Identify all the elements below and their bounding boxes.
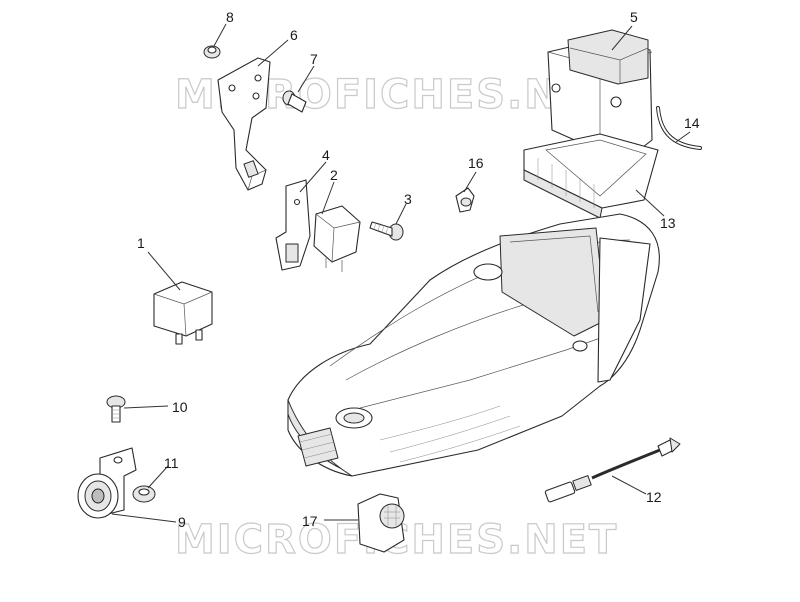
callout-7: 7 [310, 51, 318, 67]
part-12-sensor-cable[interactable] [544, 437, 681, 503]
part-9-horn[interactable] [77, 447, 137, 519]
part-13-battery-tray[interactable] [523, 133, 659, 219]
callout-2: 2 [330, 167, 338, 183]
callout-12: 12 [646, 489, 662, 505]
callout-11: 11 [164, 455, 179, 471]
callout-17: 17 [302, 513, 318, 529]
part-1-relay[interactable] [153, 281, 213, 345]
callout-5: 5 [630, 9, 638, 25]
part-2-relay[interactable] [313, 205, 361, 272]
part-5-battery[interactable] [547, 29, 653, 163]
callout-10: 10 [172, 399, 188, 415]
callout-9: 9 [178, 514, 186, 530]
callout-3: 3 [404, 191, 412, 207]
part-10-screw[interactable] [106, 395, 126, 423]
part-6-bracket[interactable] [217, 57, 271, 191]
part-11-nut[interactable] [132, 485, 156, 503]
part-3-screw[interactable] [369, 221, 404, 241]
part-17-buzzer[interactable] [357, 493, 405, 553]
part-8-nut[interactable] [203, 45, 221, 59]
callout-16: 16 [468, 155, 484, 171]
callout-1: 1 [137, 235, 145, 251]
helmet-compartment[interactable] [287, 213, 660, 477]
callout-14: 14 [684, 115, 700, 131]
callout-13: 13 [660, 215, 676, 231]
part-16-clip[interactable] [455, 187, 475, 213]
callout-6: 6 [290, 27, 298, 43]
callout-8: 8 [226, 9, 234, 25]
part-4-relay-bracket[interactable] [275, 179, 311, 271]
callout-4: 4 [322, 147, 330, 163]
leader-lines [111, 23, 691, 523]
part-7-bolt[interactable] [282, 90, 307, 113]
part-14-tube[interactable] [656, 106, 702, 150]
